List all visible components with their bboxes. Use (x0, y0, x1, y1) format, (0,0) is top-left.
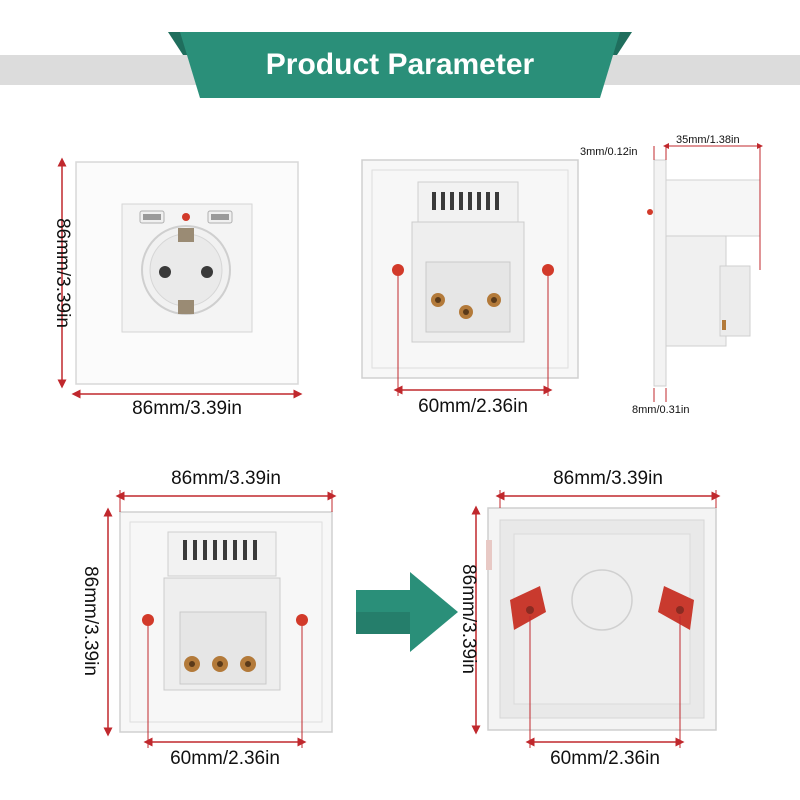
banner-ribbon (168, 32, 632, 98)
large-back-screw-spacing-label: 60mm/2.36in (170, 748, 280, 769)
front-view-socket (75, 161, 299, 385)
arrow-right-icon (356, 572, 458, 652)
side-view-socket (647, 159, 761, 387)
ribbon-body (180, 32, 620, 98)
mount-clip-right (658, 586, 694, 630)
indicator-led (182, 213, 190, 221)
screw-hole-right (542, 264, 554, 276)
back-view-large (119, 511, 333, 733)
frame-thickness-label: 8mm/0.31in (632, 404, 690, 416)
large-back-width-label: 86mm/3.39in (171, 468, 281, 489)
banner-title: Product Parameter (265, 48, 535, 81)
depth-label: 35mm/1.38in (676, 134, 740, 146)
screw-hole-left (392, 264, 404, 276)
back-view-socket (361, 159, 579, 379)
plate-thickness-label: 3mm/0.12in (580, 146, 638, 158)
front-width-label: 86mm/3.39in (132, 398, 242, 419)
box-screw-spacing-label: 60mm/2.36in (550, 748, 660, 769)
large-back-height-label: 86mm/3.39in (80, 566, 101, 676)
box-width-label: 86mm/3.39in (553, 468, 663, 489)
mounting-box (486, 507, 717, 731)
box-height-label: 86mm/3.39in (458, 564, 479, 674)
back-screw-spacing-label: 60mm/2.36in (418, 396, 528, 417)
front-height-label: 86mm/3.39in (52, 218, 73, 328)
